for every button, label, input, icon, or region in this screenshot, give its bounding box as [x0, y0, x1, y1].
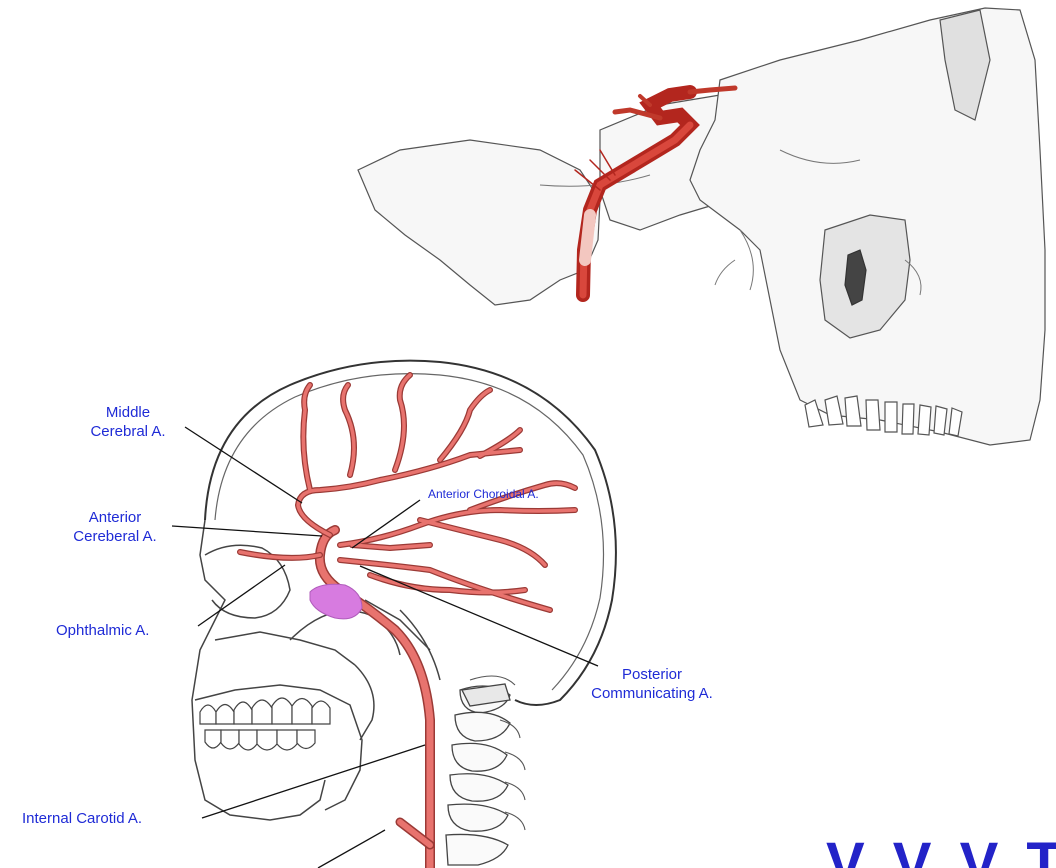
- label-anterior-cerebral: Anterior Cereberal A.: [60, 508, 170, 546]
- label-anterior-cerebral-line2: Cereberal A.: [60, 527, 170, 546]
- upper-teeth: [200, 698, 330, 724]
- carotid-tree: [240, 375, 575, 868]
- label-posterior-communicating-line2: Communicating A.: [566, 684, 738, 703]
- label-ophthalmic: Ophthalmic A.: [56, 621, 149, 640]
- label-posterior-communicating-line1: Posterior: [566, 665, 738, 684]
- leader-anterior-choroidal: [352, 500, 420, 548]
- leader-external-carotid: [318, 830, 385, 868]
- facial-profile: [192, 520, 325, 820]
- label-middle-cerebral-line1: Middle: [82, 403, 174, 422]
- leader-anterior-cerebral: [172, 526, 322, 536]
- leader-posterior-communicating: [360, 566, 598, 666]
- label-posterior-communicating: Posterior Communicating A.: [566, 665, 738, 703]
- leader-internal-carotid: [202, 745, 425, 818]
- label-middle-cerebral: Middle Cerebral A.: [82, 403, 174, 441]
- label-internal-carotid: Internal Carotid A.: [22, 809, 142, 828]
- label-anterior-cerebral-line1: Anterior: [60, 508, 170, 527]
- pituitary-gland: [310, 584, 362, 619]
- label-middle-cerebral-line2: Cerebral A.: [82, 422, 174, 441]
- cervical-spine: [446, 684, 510, 865]
- lower-teeth: [205, 730, 315, 750]
- watermark-text: V V V T: [826, 832, 1056, 868]
- label-anterior-choroidal: Anterior Choroidal A.: [428, 487, 539, 501]
